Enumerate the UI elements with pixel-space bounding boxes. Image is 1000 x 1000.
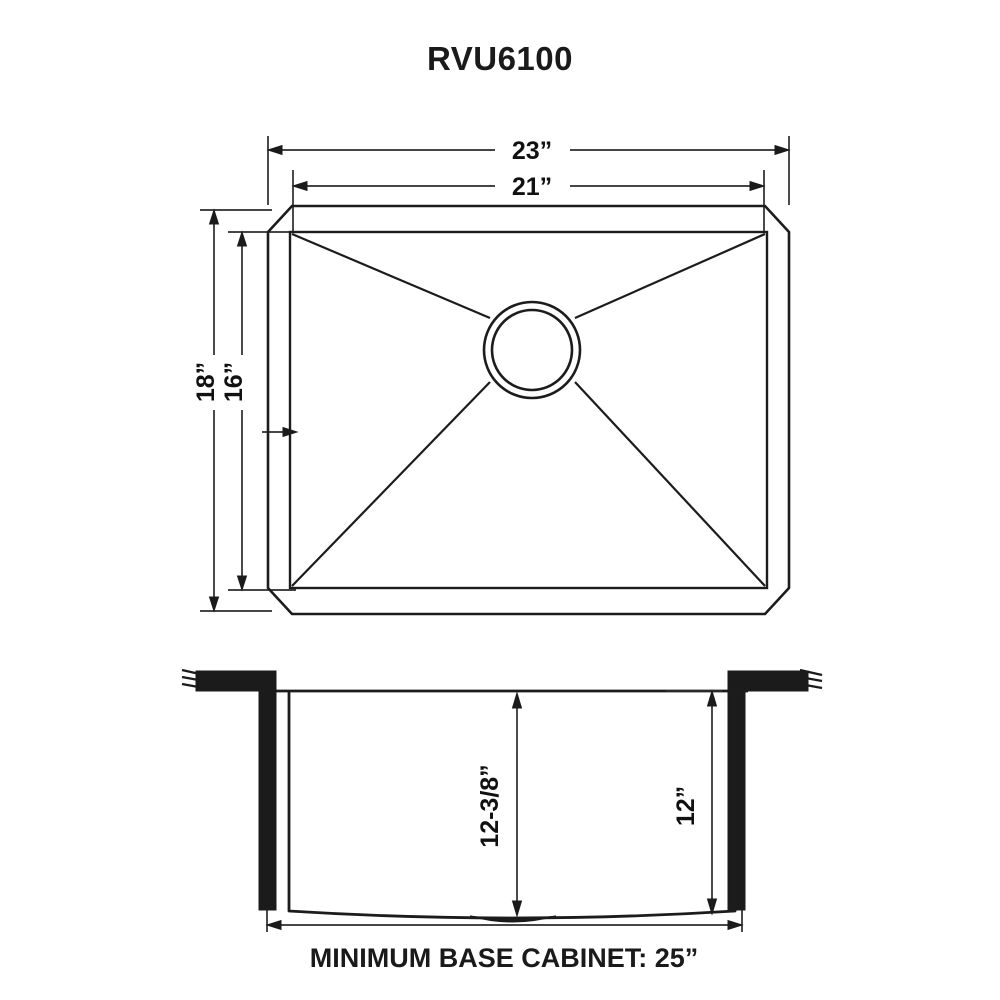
dim-label-basin-width: 21” <box>512 173 552 201</box>
dim-label-basin-depth-outer: 12-3/8” <box>476 764 504 847</box>
break-hatch-left-3 <box>181 682 205 690</box>
arrow-23-left <box>266 144 283 156</box>
arrow-21-left <box>291 180 308 192</box>
sink-basin-rect <box>288 230 769 590</box>
dim-label-overall-depth: 18” <box>192 362 220 402</box>
drain-inner-ring-icon <box>490 308 574 392</box>
sink-body-section <box>287 691 737 920</box>
drain-bump-section <box>469 915 557 923</box>
cabinet-panel-left <box>258 690 277 911</box>
arrow-12-3-8-bottom <box>511 900 523 918</box>
top-view-group: 23” 21” 18” 16” <box>192 136 791 616</box>
arrow-21-right <box>749 180 766 192</box>
arrow-23-right <box>774 144 791 156</box>
break-hatch-left-2 <box>181 675 205 683</box>
sink-outer-rim <box>266 204 791 616</box>
drain-outer-ring-icon <box>482 300 582 400</box>
arrow-18-top <box>208 208 220 225</box>
dim-label-overall-width: 23” <box>512 137 552 165</box>
basin-diagonal-bottom-left <box>291 381 491 587</box>
arrow-12-top <box>706 689 718 707</box>
break-hatch-right-3 <box>799 682 823 690</box>
break-hatch-right-1 <box>799 668 823 677</box>
arrow-16-bottom <box>236 575 248 592</box>
arrow-12-3-8-top <box>511 691 523 709</box>
base-cabinet-caption: MINIMUM BASE CABINET: 25” <box>310 943 699 973</box>
break-hatch-left-1 <box>181 668 205 677</box>
dim-label-basin-depth-inner: 12” <box>672 786 700 826</box>
cabinet-panel-right <box>727 690 746 911</box>
countertop-left <box>195 670 277 692</box>
side-view-group: 12-3/8” 12” <box>181 668 823 932</box>
arrow-18-bottom <box>208 596 220 613</box>
page-title: RVU6100 <box>427 40 573 77</box>
dim-label-basin-depth: 16” <box>220 362 248 402</box>
break-hatch-right-2 <box>799 675 823 683</box>
arrow-12-bottom <box>706 898 718 916</box>
basin-diagonal-top-left <box>291 232 491 320</box>
arrow-cabinet-left <box>265 919 282 931</box>
countertop-right <box>727 670 809 692</box>
arrow-16-top <box>236 230 248 247</box>
arrow-cabinet-right <box>727 919 744 931</box>
basin-diagonal-bottom-right <box>574 381 766 587</box>
basin-diagonal-top-right <box>574 232 766 320</box>
